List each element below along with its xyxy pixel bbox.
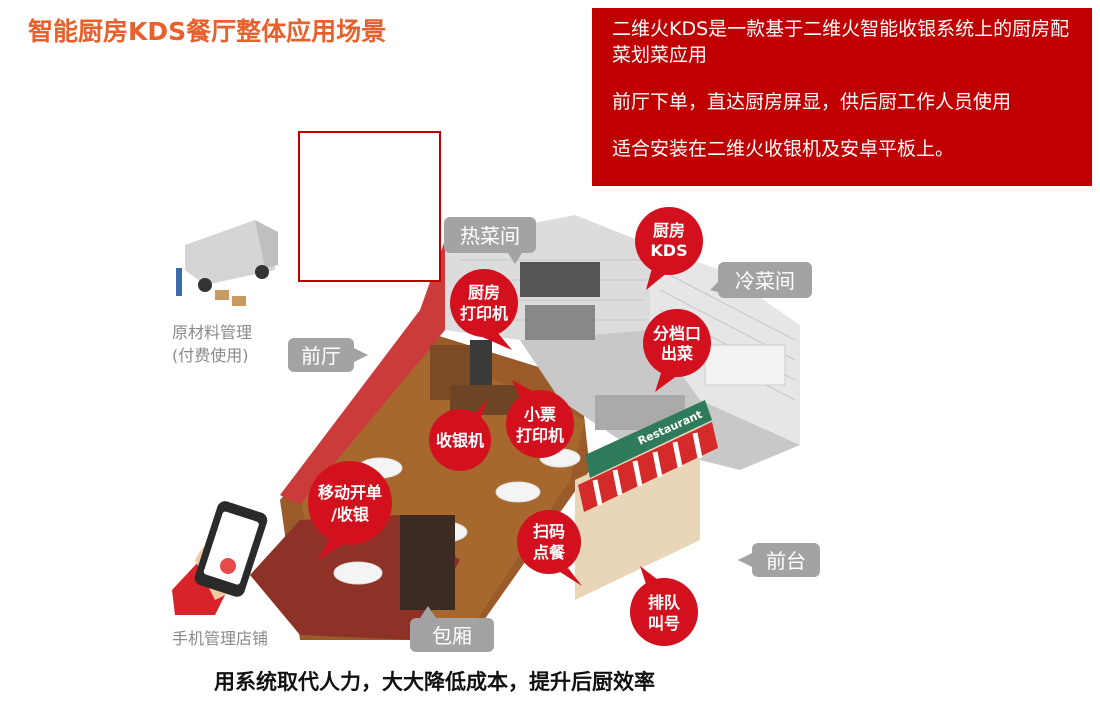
- bubble-kitchen-printer: 厨房 打印机: [450, 269, 518, 350]
- info-line-2: 前厅下单，直达厨房屏显，供后厨工作人员使用: [612, 91, 1012, 113]
- mobile-phone-hand: [172, 501, 268, 615]
- bubble-receipt-printer-line2: 打印机: [516, 426, 564, 445]
- tag-front-desk: 前台: [738, 543, 820, 577]
- bubble-queue-line2: 叫号: [648, 614, 680, 633]
- bubble-mobile-order: 移动开单 /收银: [308, 461, 392, 560]
- info-line-1: 二维火KDS是一款基于二维火智能收银系统上的厨房配菜划菜应用: [612, 18, 1070, 66]
- bubble-serving-window: 分档口 出菜: [643, 309, 711, 392]
- tag-private-room-label: 包厢: [432, 624, 472, 648]
- storefront-sign: [585, 400, 712, 478]
- tag-private-room: 包厢: [410, 606, 494, 652]
- tag-cold-kitchen: 冷菜间: [710, 262, 812, 298]
- bubble-cashier-label: 收银机: [436, 431, 484, 450]
- bubble-receipt-printer: 小票 打印机: [506, 380, 574, 458]
- raw-material-line2: (付费使用): [172, 346, 249, 365]
- info-line-3: 适合安装在二维火收银机及安卓平板上。: [612, 138, 955, 160]
- bubble-cashier: 收银机: [429, 398, 491, 471]
- bubble-kitchen-kds-line2: KDS: [650, 241, 687, 260]
- tag-front-desk-label: 前台: [766, 549, 806, 573]
- tag-cold-kitchen-label: 冷菜间: [735, 269, 795, 293]
- tag-hot-kitchen: 热菜间: [444, 217, 536, 264]
- bubble-queue-call: 排队 叫号: [630, 566, 698, 646]
- bubble-serving-line2: 出菜: [661, 344, 693, 363]
- mobile-manage-label: 手机管理店铺: [172, 629, 269, 648]
- kitchen-stove: [525, 305, 595, 340]
- bubble-mobile-order-line2: /收银: [331, 505, 370, 524]
- tag-front-hall: 前厅: [288, 338, 368, 372]
- bubble-kitchen-kds: 厨房 KDS: [635, 207, 703, 290]
- tag-front-hall-label: 前厅: [301, 344, 341, 368]
- range-hood: [520, 262, 600, 297]
- awning-stripes: [592, 432, 703, 506]
- image-placeholder: [298, 131, 441, 282]
- bubble-scan-order: 扫码 点餐: [517, 510, 582, 586]
- bubble-serving-line1: 分档口: [653, 324, 701, 343]
- info-panel: 二维火KDS是一款基于二维火智能收银系统上的厨房配菜划菜应用 前厅下单，直达厨房…: [592, 8, 1092, 186]
- storefront-awning: [578, 422, 718, 512]
- bubble-receipt-printer-line1: 小票: [524, 405, 556, 424]
- bubble-kitchen-printer-line2: 打印机: [460, 304, 508, 323]
- slogan: 用系统取代人力，大大降低成本，提升后厨效率: [214, 670, 655, 694]
- cold-counter: [704, 344, 786, 386]
- page-title: 智能厨房KDS餐厅整体应用场景: [28, 17, 387, 46]
- private-room-partition: [400, 515, 455, 610]
- tag-hot-kitchen-label: 热菜间: [460, 224, 520, 248]
- bubble-queue-line1: 排队: [648, 593, 681, 612]
- bubble-kitchen-kds-line1: 厨房: [653, 221, 685, 240]
- raw-material-line1: 原材料管理: [172, 323, 253, 342]
- front-hall-wall: [280, 240, 445, 505]
- bubble-kitchen-printer-line1: 厨房: [468, 283, 500, 302]
- bubble-scan-order-line1: 扫码: [533, 522, 565, 541]
- bubble-mobile-order-line1: 移动开单: [318, 483, 382, 502]
- delivery-van: [176, 220, 278, 306]
- bubble-scan-order-line2: 点餐: [533, 543, 566, 562]
- raw-material-label: 原材料管理 (付费使用): [172, 321, 252, 367]
